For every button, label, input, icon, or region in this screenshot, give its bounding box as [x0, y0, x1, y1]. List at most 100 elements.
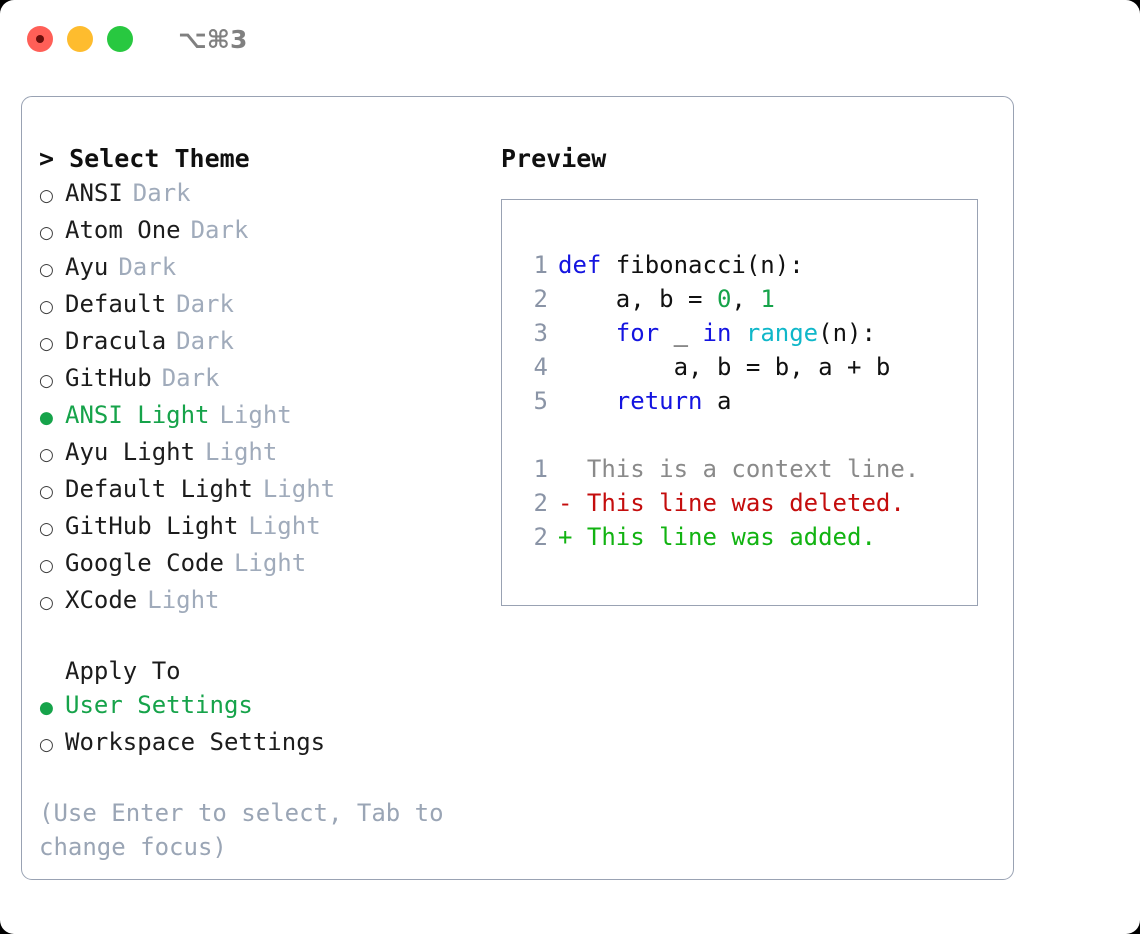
theme-variant-badge: Light [147, 586, 220, 614]
select-theme-heading: > Select Theme [39, 144, 250, 173]
code-line: 3 for _ in range(n): [522, 316, 977, 350]
apply-to-option[interactable]: ○Workspace Settings [39, 725, 489, 762]
radio-selected-icon[interactable]: ● [39, 698, 54, 718]
code-token [558, 387, 616, 415]
close-button[interactable] [27, 26, 53, 52]
code-line: 2 a, b = 0, 1 [522, 282, 977, 316]
diff-line: 2- This line was deleted. [522, 486, 977, 520]
code-token: a, b = b, a + b [558, 353, 891, 381]
theme-variant-badge: Dark [161, 364, 220, 392]
code-token [558, 319, 616, 347]
code-token: , [731, 285, 761, 313]
code-token: _ [659, 319, 703, 347]
line-number: 1 [533, 455, 548, 483]
code-token: for [615, 319, 660, 347]
line-number: 5 [533, 387, 548, 415]
radio-selected-icon[interactable]: ● [39, 408, 54, 428]
code-line: 1 def fibonacci(n): [522, 248, 977, 282]
theme-name: Dracula [65, 327, 167, 355]
code-token: return [615, 387, 703, 415]
theme-name: Ayu Light [65, 438, 196, 466]
code-token: (n): [818, 319, 876, 347]
code-text: a, b = 0, 1 [558, 282, 775, 316]
code-text: return a [558, 384, 732, 418]
theme-list-item[interactable]: ○ ANSI Dark [39, 176, 489, 213]
code-token: range [745, 319, 819, 347]
theme-list-item[interactable]: ○ XCode Light [39, 583, 489, 620]
diff-sample: 1 This is a context line.2- This line wa… [522, 452, 977, 554]
radio-unselected-icon[interactable]: ○ [39, 260, 54, 280]
theme-variant-badge: Light [262, 475, 336, 503]
line-number: 3 [533, 319, 548, 347]
line-number: 1 [533, 251, 548, 279]
minimize-button[interactable] [67, 26, 93, 52]
theme-list-item[interactable]: ○ Dracula Dark [39, 324, 489, 361]
theme-list-item[interactable]: ○ Ayu Light Light [39, 435, 489, 472]
title-bar: ⌥⌘3 [0, 0, 1140, 78]
code-text: def fibonacci(n): [558, 248, 804, 282]
theme-list-item[interactable]: ○ Default Light Light [39, 472, 489, 509]
theme-variant-badge: Light [248, 512, 321, 540]
radio-unselected-icon[interactable]: ○ [39, 556, 54, 576]
code-token: a, b = [558, 285, 717, 313]
theme-name: Default Light [65, 475, 253, 503]
code-line: 4 a, b = b, a + b [522, 350, 977, 384]
line-number: 2 [533, 285, 548, 313]
code-text: a, b = b, a + b [558, 350, 891, 384]
radio-unselected-icon[interactable]: ○ [39, 519, 54, 539]
code-token: 1 [760, 285, 775, 313]
theme-list-item[interactable]: ○ GitHub Dark [39, 361, 489, 398]
theme-variant-badge: Dark [132, 179, 191, 207]
radio-unselected-icon[interactable]: ○ [39, 735, 54, 755]
theme-name: ANSI [65, 179, 123, 207]
theme-name: Atom One [65, 216, 181, 244]
theme-list-item[interactable]: ○ GitHub Light Light [39, 509, 489, 546]
theme-name: XCode [65, 586, 138, 614]
theme-name: Google Code [65, 549, 224, 577]
theme-name: GitHub [65, 364, 152, 392]
apply-to-option[interactable]: ●User Settings [39, 688, 489, 725]
keyboard-hint-text: (Use Enter to select, Tab to change focu… [39, 799, 444, 861]
code-token: 0 [716, 285, 732, 313]
radio-unselected-icon[interactable]: ○ [39, 297, 54, 317]
theme-variant-badge: Light [205, 438, 278, 466]
radio-unselected-icon[interactable]: ○ [39, 223, 54, 243]
preview-heading: Preview [501, 144, 607, 173]
code-token: fibonacci(n): [601, 251, 804, 279]
diff-line: 1 This is a context line. [522, 452, 977, 486]
code-token: a [702, 387, 732, 415]
theme-name: ANSI Light [65, 401, 210, 429]
radio-unselected-icon[interactable]: ○ [39, 445, 54, 465]
spacer [39, 620, 489, 654]
radio-unselected-icon[interactable]: ○ [39, 334, 54, 354]
radio-unselected-icon[interactable]: ○ [39, 186, 54, 206]
radio-unselected-icon[interactable]: ○ [39, 371, 54, 391]
theme-variant-badge: Dark [118, 253, 177, 281]
theme-name: Default [65, 290, 167, 318]
code-line: 5 return a [522, 384, 977, 418]
code-spacer [522, 418, 977, 452]
code-token: def [558, 251, 602, 279]
maximize-button[interactable] [107, 26, 133, 52]
theme-list-item[interactable]: ● ANSI Light Light [39, 398, 489, 435]
theme-name: GitHub Light [65, 512, 239, 540]
diff-text: This line was added. [572, 523, 876, 551]
code-text: for _ in range(n): [558, 316, 876, 350]
diff-text: This line was deleted. [572, 489, 905, 517]
code-token [731, 319, 745, 347]
radio-unselected-icon[interactable]: ○ [39, 593, 54, 613]
theme-variant-badge: Light [219, 401, 292, 429]
theme-variant-badge: Dark [176, 327, 234, 355]
code-token: in [702, 319, 732, 347]
radio-unselected-icon[interactable]: ○ [39, 482, 54, 502]
keyboard-shortcut-label: ⌥⌘3 [178, 24, 248, 54]
